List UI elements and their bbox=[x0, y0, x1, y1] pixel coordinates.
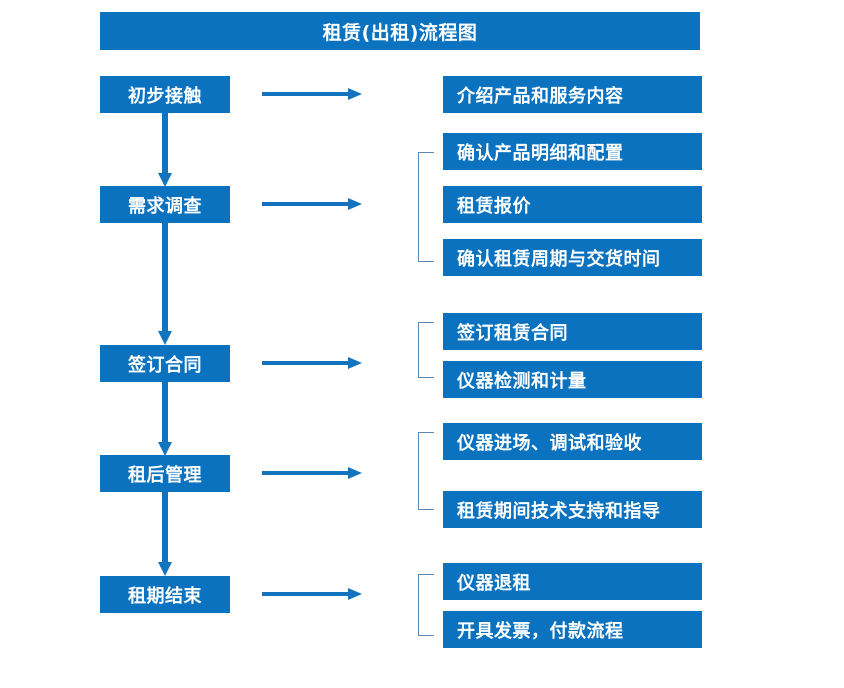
vertical-arrow-4 bbox=[158, 492, 172, 576]
detail-box-3-2[interactable]: 仪器检测和计量 bbox=[443, 361, 702, 398]
flowchart-title: 租赁(出租)流程图 bbox=[100, 12, 700, 50]
detail-box-5-1[interactable]: 仪器退租 bbox=[443, 563, 702, 600]
group-bracket-3 bbox=[418, 322, 434, 378]
detail-box-2-1[interactable]: 确认产品明细和配置 bbox=[443, 133, 702, 170]
vertical-arrow-3 bbox=[158, 382, 172, 456]
horizontal-arrow-4 bbox=[262, 467, 362, 479]
detail-box-4-1[interactable]: 仪器进场、调试和验收 bbox=[443, 423, 702, 460]
stage-box-2[interactable]: 需求调查 bbox=[100, 186, 230, 223]
stage-box-1[interactable]: 初步接触 bbox=[100, 76, 230, 113]
detail-box-2-2[interactable]: 租赁报价 bbox=[443, 186, 702, 223]
group-bracket-5 bbox=[418, 574, 434, 636]
vertical-arrow-2 bbox=[158, 223, 172, 345]
detail-box-3-1[interactable]: 签订租赁合同 bbox=[443, 313, 702, 350]
horizontal-arrow-3 bbox=[262, 357, 362, 369]
detail-box-2-3[interactable]: 确认租赁周期与交货时间 bbox=[443, 239, 702, 276]
stage-box-5[interactable]: 租期结束 bbox=[100, 576, 230, 613]
stage-box-4[interactable]: 租后管理 bbox=[100, 455, 230, 492]
detail-box-1-1[interactable]: 介绍产品和服务内容 bbox=[443, 76, 702, 113]
detail-box-4-2[interactable]: 租赁期间技术支持和指导 bbox=[443, 491, 702, 528]
horizontal-arrow-5 bbox=[262, 588, 362, 600]
stage-box-3[interactable]: 签订合同 bbox=[100, 345, 230, 382]
vertical-arrow-1 bbox=[158, 113, 172, 187]
group-bracket-2 bbox=[418, 152, 434, 262]
horizontal-arrow-2 bbox=[262, 198, 362, 210]
horizontal-arrow-1 bbox=[262, 88, 362, 100]
group-bracket-4 bbox=[418, 432, 434, 510]
detail-box-5-2[interactable]: 开具发票，付款流程 bbox=[443, 611, 702, 648]
